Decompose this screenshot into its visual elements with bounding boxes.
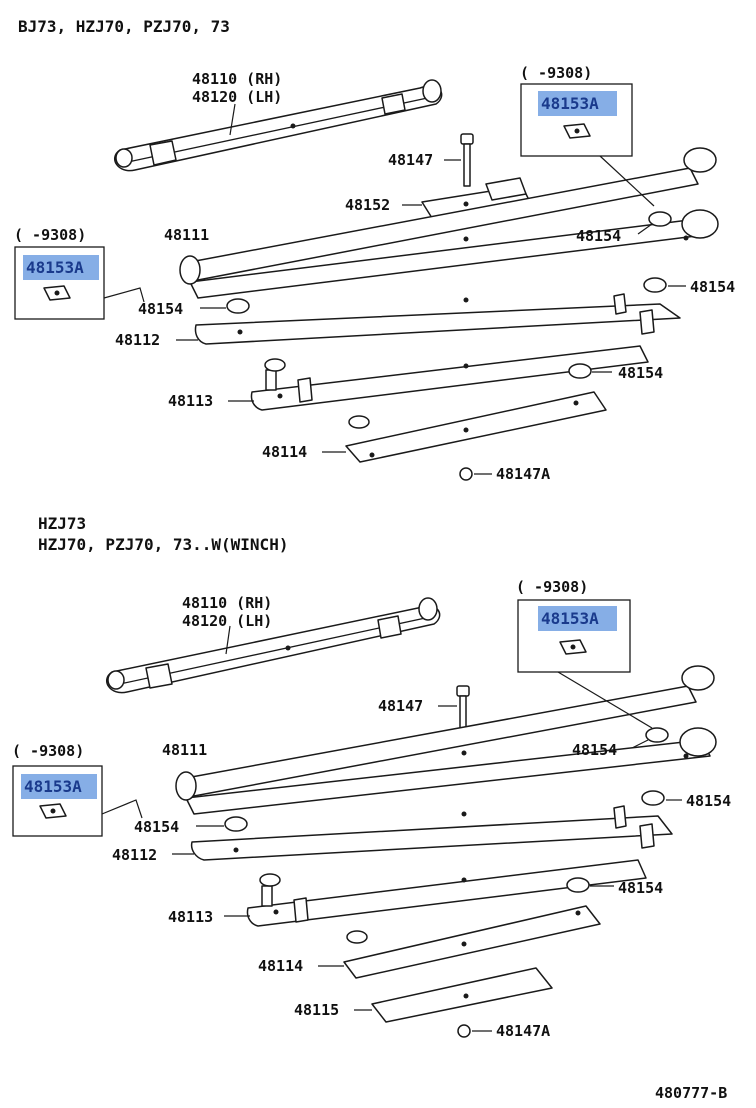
lower-applicability-1: HZJ73 (38, 514, 86, 533)
lower-label-48154-low: 48154 (618, 879, 663, 897)
upper-insert-48154-left: 48154 (138, 298, 250, 318)
lower-callout-right-part: 48153A (541, 609, 599, 628)
upper-label-48112: 48112 (115, 331, 160, 349)
lower-label-48154-top: 48154 (572, 741, 617, 759)
upper-label-48154-top: 48154 (576, 227, 621, 245)
lower-leaf-48115: 48115 (294, 967, 553, 1023)
upper-applicability: BJ73, HZJ70, PZJ70, 73 (18, 17, 230, 36)
upper-callout-left-part: 48153A (26, 258, 84, 277)
lower-label-48114: 48114 (258, 957, 303, 975)
upper-spring-assembly: 48110 (RH) 48120 (LH) (114, 70, 443, 172)
upper-label-48114: 48114 (262, 443, 307, 461)
upper-callout-right-part: 48153A (541, 94, 599, 113)
lower-label-48113: 48113 (168, 908, 213, 926)
upper-leaf-48113: 48113 (168, 345, 649, 411)
upper-section: BJ73, HZJ70, PZJ70, 73 48110 (RH) 48120 … (14, 17, 735, 483)
diagram-code: 480777-B (655, 1084, 727, 1102)
lower-label-48154-mid: 48154 (686, 792, 731, 810)
upper-callout-left-range: ( -9308) (14, 226, 86, 244)
lower-callout-right-highlight (538, 606, 617, 631)
lower-callout-right: ( -9308) 48153A (516, 578, 653, 729)
upper-nut-48147a: 48147A (459, 465, 550, 483)
upper-insert-48154-low: 48154 (568, 363, 663, 382)
lower-insert-48154-left: 48154 (134, 816, 248, 836)
lower-insert-48154-top: 48154 (572, 727, 669, 759)
upper-label-48154-low: 48154 (618, 364, 663, 382)
lower-leaf-48112: 48112 (112, 805, 673, 864)
lower-label-48154-left: 48154 (134, 818, 179, 836)
lower-label-48110: 48110 (RH) (182, 594, 272, 612)
upper-leaf-48111: 48111 (164, 147, 719, 299)
upper-label-48147a: 48147A (496, 465, 550, 483)
lower-section: HZJ73 HZJ70, PZJ70, 73..W(WINCH) 48110 (… (12, 514, 731, 1040)
upper-label-48110: 48110 (RH) (192, 70, 282, 88)
upper-callout-right: ( -9308) 48153A (520, 64, 655, 207)
lower-callout-right-range: ( -9308) (516, 578, 588, 596)
lower-label-48147a: 48147A (496, 1022, 550, 1040)
upper-label-48113: 48113 (168, 392, 213, 410)
upper-leaf-48112: 48112 (115, 293, 681, 349)
upper-callout-left: ( -9308) 48153A (14, 226, 145, 320)
upper-center-bolt: 48147 (388, 133, 474, 187)
upper-label-48120: 48120 (LH) (192, 88, 282, 106)
upper-label-48111: 48111 (164, 226, 209, 244)
lower-callout-left-highlight (21, 774, 97, 799)
lower-leaf-48111: 48111 (162, 665, 717, 815)
lower-callout-left: ( -9308) 48153A (12, 742, 143, 837)
upper-label-48147: 48147 (388, 151, 433, 169)
upper-callout-left-highlight (23, 255, 99, 280)
lower-label-48120: 48120 (LH) (182, 612, 272, 630)
upper-callout-right-range: ( -9308) (520, 64, 592, 82)
lower-insert-48154-low: 48154 (566, 877, 663, 897)
upper-leaf-48114: 48114 (262, 391, 607, 463)
lower-label-48112: 48112 (112, 846, 157, 864)
upper-callout-right-highlight (538, 91, 617, 116)
lower-label-48147: 48147 (378, 697, 423, 715)
lower-callout-left-part: 48153A (24, 777, 82, 796)
lower-label-48115: 48115 (294, 1001, 339, 1019)
lower-nut-48147a: 48147A (457, 1022, 550, 1040)
upper-insert-48154-top: 48154 (576, 211, 672, 245)
lower-applicability-2: HZJ70, PZJ70, 73..W(WINCH) (38, 535, 288, 554)
lower-callout-left-range: ( -9308) (12, 742, 84, 760)
upper-label-48154-left: 48154 (138, 300, 183, 318)
upper-label-48152: 48152 (345, 196, 390, 214)
upper-insert-48154-mid: 48154 (643, 277, 735, 296)
lower-center-bolt: 48147 (378, 685, 470, 733)
lower-leaf-48114: 48114 (258, 905, 601, 979)
lower-spring-assembly: 48110 (RH) 48120 (LH) (106, 594, 441, 694)
lower-insert-48154-mid: 48154 (641, 790, 731, 810)
lower-label-48111: 48111 (162, 741, 207, 759)
upper-label-48154-mid: 48154 (690, 278, 735, 296)
